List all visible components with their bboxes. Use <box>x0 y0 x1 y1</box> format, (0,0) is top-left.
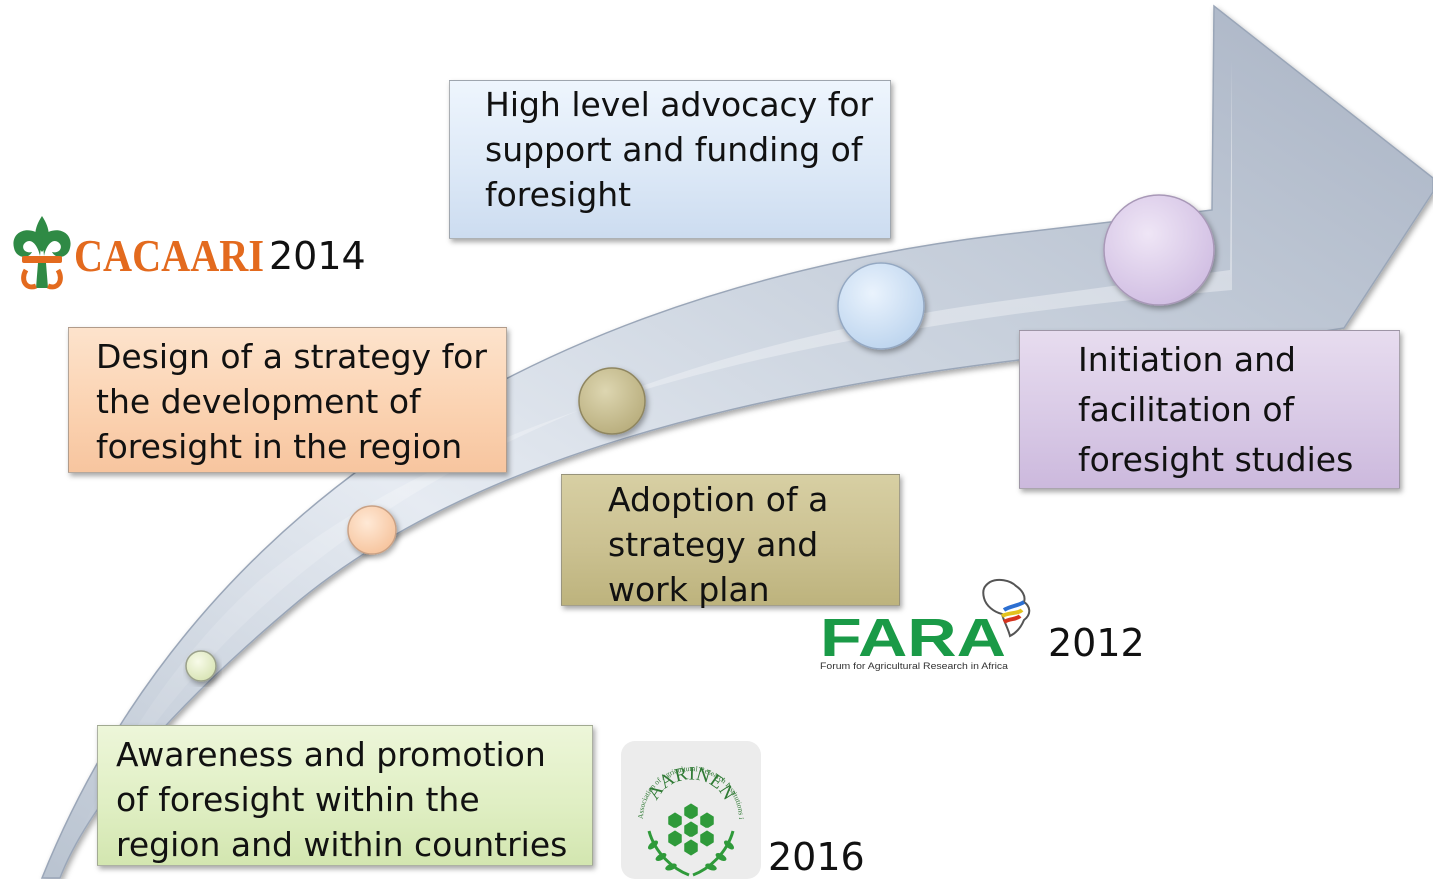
cacaari-logo: CACAARI <box>13 216 264 290</box>
year-aarinena: 2016 <box>768 835 865 879</box>
step-initiation-box: Initiation and facilitation of foresight… <box>1019 330 1400 489</box>
step-advocacy-line-3: foresight <box>485 175 632 214</box>
honeycomb-icon <box>665 800 717 859</box>
step-initiation-line-2: facilitation of <box>1078 390 1295 429</box>
milestone-circle-3 <box>578 367 646 435</box>
step-adoption-line-3: work plan <box>608 570 770 609</box>
cacaari-wordmark: CACAARI <box>74 230 264 281</box>
step-awareness-box: Awareness and promotion of foresight wit… <box>97 725 593 866</box>
milestone-circle-2 <box>347 505 397 555</box>
fleur-de-lis-icon <box>13 216 71 290</box>
aarinena-logo: Association of Agricultural Research Ins… <box>621 741 761 879</box>
step-design-line-2: the development of <box>96 382 421 421</box>
step-awareness-line-3: region and within countries <box>116 825 568 864</box>
step-adoption-box: Adoption of a strategy and work plan <box>561 474 900 609</box>
step-initiation-line-3: foresight studies <box>1078 440 1354 479</box>
step-awareness-line-1: Awareness and promotion <box>116 735 546 774</box>
fara-wordmark: FARA <box>820 608 1006 668</box>
step-advocacy-line-2: support and funding of <box>485 130 863 169</box>
wheat-icon <box>647 830 735 877</box>
fara-subtitle: Forum for Agricultural Research in Afric… <box>820 661 1008 671</box>
fara-logo: FARA Forum for Agricultural Research in … <box>820 578 1031 671</box>
year-cacaari: 2014 <box>269 234 366 278</box>
step-adoption-line-1: Adoption of a <box>608 480 829 519</box>
milestone-circle-5 <box>1103 194 1215 306</box>
year-fara: 2012 <box>1048 621 1145 665</box>
step-design-line-1: Design of a strategy for <box>96 337 487 376</box>
step-initiation-line-1: Initiation and <box>1078 340 1296 379</box>
milestone-circle-1 <box>185 650 217 682</box>
africa-map-icon <box>982 578 1031 638</box>
step-advocacy-box: High level advocacy for support and fund… <box>449 80 891 239</box>
step-awareness-line-2: of foresight within the <box>116 780 480 819</box>
milestone-circle-4 <box>837 262 925 350</box>
step-design-line-3: foresight in the region <box>96 427 463 466</box>
step-adoption-line-2: strategy and <box>608 525 819 564</box>
step-design-box: Design of a strategy for the development… <box>68 327 507 473</box>
step-advocacy-line-1: High level advocacy for <box>485 85 874 124</box>
